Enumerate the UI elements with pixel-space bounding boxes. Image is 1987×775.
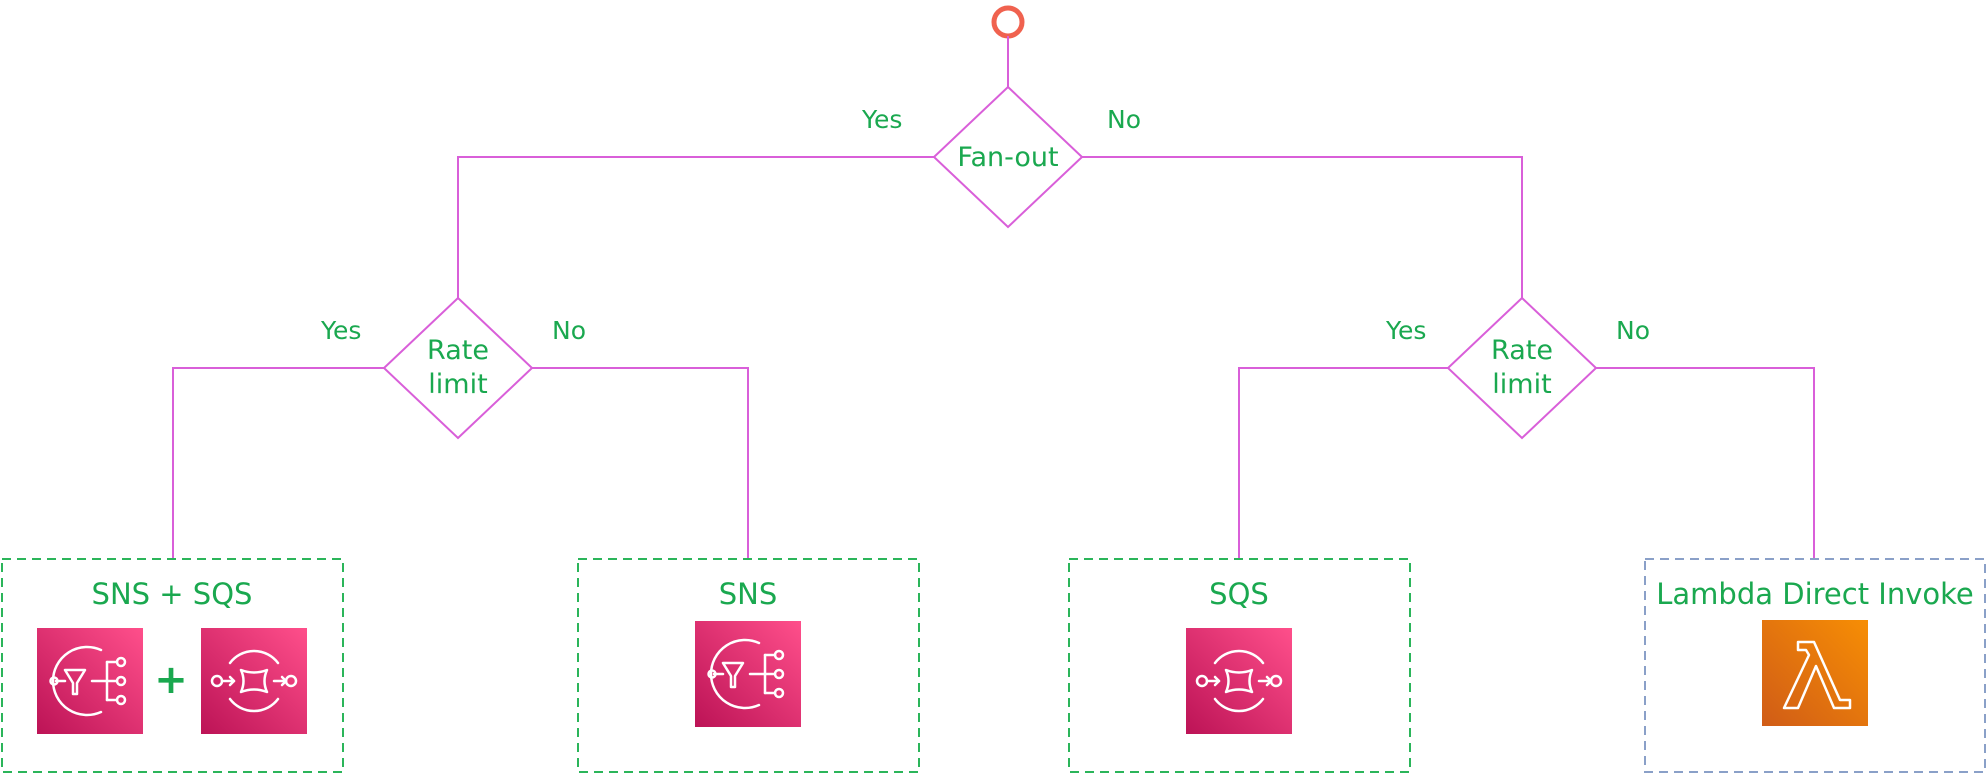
outcome-border	[1, 558, 344, 773]
connector-root-no	[1082, 156, 1523, 298]
lambda-icon	[1762, 620, 1868, 726]
start-node	[991, 5, 1025, 39]
outcome-lambda-direct-invoke: Lambda Direct Invoke	[1644, 558, 1986, 773]
decision-diamond	[932, 85, 1084, 229]
outcome-border	[1068, 558, 1411, 773]
decision-label-line2: limit	[428, 369, 487, 400]
decision-diamond	[382, 296, 534, 440]
outcome-title: Lambda Direct Invoke	[1656, 577, 1973, 611]
outcome-sns-sqs: SNS + SQS +	[1, 558, 344, 773]
outcome-title: SNS	[719, 577, 778, 611]
sqs-icon	[201, 628, 307, 734]
decision-label-line1: Rate	[1491, 335, 1553, 366]
decision-label: Fan-out	[957, 142, 1058, 173]
outcome-sns: SNS	[577, 558, 920, 773]
decision-label-line1: Rate	[427, 335, 489, 366]
outcome-title: SQS	[1209, 577, 1269, 611]
edge-label-no: No	[552, 316, 586, 345]
sqs-icon	[1186, 628, 1292, 734]
outcome-title: SNS + SQS	[92, 577, 253, 611]
decision-fan-out: Fan-out	[932, 85, 1084, 229]
decision-label-line2: limit	[1492, 369, 1551, 400]
outcome-sqs: SQS	[1068, 558, 1411, 773]
outcome-border	[577, 558, 920, 773]
edge-label-yes: Yes	[1385, 316, 1426, 345]
decision-diamond	[1446, 296, 1598, 440]
decision-rate-limit-left: Rate limit	[382, 296, 534, 440]
plus-sign: +	[154, 657, 188, 703]
connector-right-yes	[1238, 367, 1448, 558]
decision-rate-limit-right: Rate limit	[1446, 296, 1598, 440]
sns-icon	[695, 621, 801, 727]
edge-label-yes: Yes	[320, 316, 361, 345]
connector-right-no	[1596, 367, 1815, 558]
connector-left-no	[532, 367, 749, 558]
sns-icon	[37, 628, 143, 734]
edge-label-no: No	[1616, 316, 1650, 345]
edge-label-no: No	[1107, 105, 1141, 134]
edge-label-yes: Yes	[861, 105, 902, 134]
connector-left-yes	[172, 367, 384, 558]
connector-root-yes	[457, 156, 934, 298]
outcome-border	[1644, 558, 1986, 773]
